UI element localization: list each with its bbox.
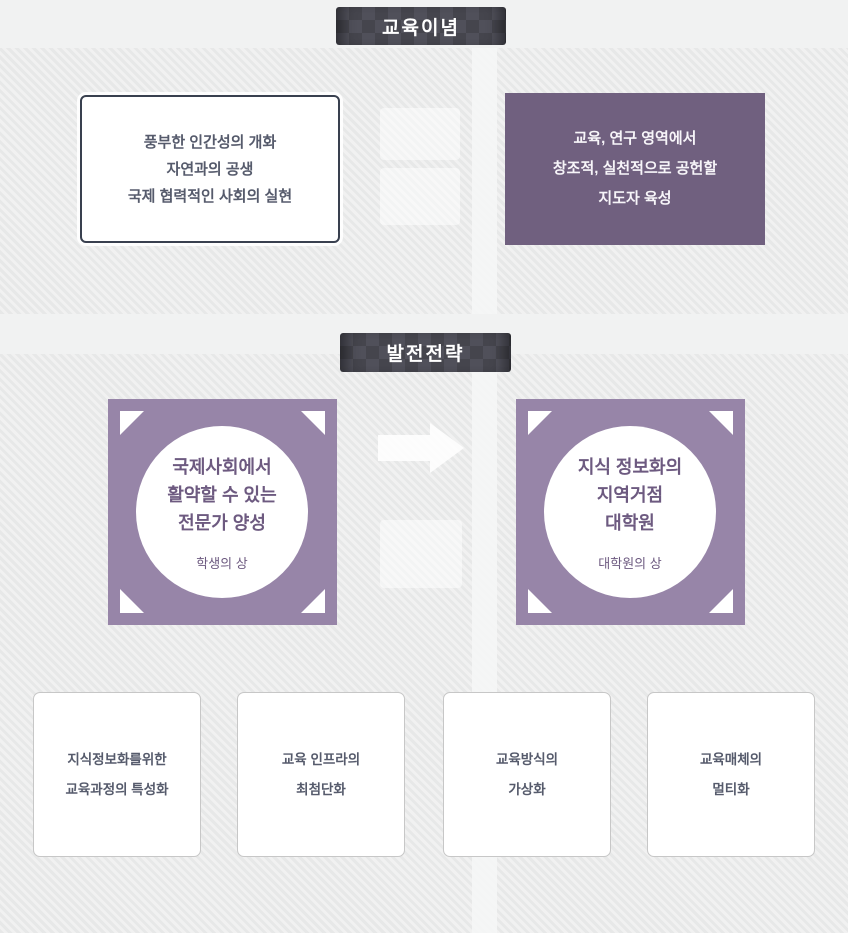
frame-corner-icon xyxy=(528,589,552,613)
goal-line-1: 교육, 연구 영역에서 xyxy=(573,130,697,147)
school-vision-caption: 대학원의 상 xyxy=(598,555,662,571)
strategy-section-badge: 발전전략 xyxy=(340,333,511,372)
initiative-line-2: 최첨단화 xyxy=(296,781,346,797)
goal-line-2: 창조적, 실천적으로 공헌할 xyxy=(552,160,718,177)
philosophy-badge-label: 교육이념 xyxy=(382,17,460,39)
student-vision-square: 국제사회에서 활약할 수 있는 전문가 양성 학생의 상 xyxy=(108,399,337,625)
student-vision-circle: 국제사회에서 활약할 수 있는 전문가 양성 학생의 상 xyxy=(136,426,308,598)
philosophy-goal-box: 교육, 연구 영역에서 창조적, 실천적으로 공헌할 지도자 육성 xyxy=(505,93,765,245)
student-vision-line-3: 전문가 양성 xyxy=(178,512,266,533)
frame-corner-icon xyxy=(120,411,144,435)
initiative-line-2: 멀티화 xyxy=(712,781,750,797)
frame-corner-icon xyxy=(709,589,733,613)
ideal-line-1: 풍부한 인간성의 개화 xyxy=(143,133,277,151)
student-vision-line-2: 활약할 수 있는 xyxy=(167,484,277,505)
right-arrow-icon xyxy=(378,423,466,473)
school-vision-line-1: 지식 정보화의 xyxy=(577,456,683,477)
philosophy-section-badge: 교육이념 xyxy=(336,7,506,45)
school-vision-line-3: 대학원 xyxy=(605,512,655,533)
frame-corner-icon xyxy=(120,589,144,613)
strategy-badge-label: 발전전략 xyxy=(386,344,465,365)
initiative-card-multimedia: 교육매체의 멀티화 xyxy=(647,692,815,857)
connector-patch-bottom-icon xyxy=(380,168,460,225)
philosophy-ideal-box: 풍부한 인간성의 개화 자연과의 공생 국제 협력적인 사회의 실현 xyxy=(80,95,340,243)
frame-corner-icon xyxy=(301,589,325,613)
initiative-card-curriculum: 지식정보화를위한 교육과정의 특성화 xyxy=(33,692,201,857)
connector-patch-top-icon xyxy=(380,108,460,160)
arrow-shaft xyxy=(378,435,430,461)
arrow-head xyxy=(430,423,464,473)
ideal-line-2: 자연과의 공생 xyxy=(166,160,254,178)
initiative-line-2: 교육과정의 특성화 xyxy=(65,781,169,797)
ideal-line-3: 국제 협력적인 사회의 실현 xyxy=(127,187,293,205)
school-vision-square: 지식 정보화의 지역거점 대학원 대학원의 상 xyxy=(516,399,745,625)
initiative-line-2: 가상화 xyxy=(508,781,546,797)
frame-corner-icon xyxy=(528,411,552,435)
initiative-line-1: 교육매체의 xyxy=(699,751,763,767)
initiative-line-1: 지식정보화를위한 xyxy=(67,751,167,767)
initiative-card-infrastructure: 교육 인프라의 최첨단화 xyxy=(237,692,405,857)
school-vision-line-2: 지역거점 xyxy=(596,484,664,505)
frame-corner-icon xyxy=(709,411,733,435)
frame-corner-icon xyxy=(301,411,325,435)
initiative-line-1: 교육 인프라의 xyxy=(281,751,361,767)
connector-patch-strategy-icon xyxy=(380,520,462,588)
school-vision-circle: 지식 정보화의 지역거점 대학원 대학원의 상 xyxy=(544,426,716,598)
student-vision-line-1: 국제사회에서 xyxy=(172,456,272,477)
initiative-card-virtualization: 교육방식의 가상화 xyxy=(443,692,611,857)
goal-line-3: 지도자 육성 xyxy=(598,190,672,207)
student-vision-caption: 학생의 상 xyxy=(196,555,248,571)
initiative-line-1: 교육방식의 xyxy=(495,751,559,767)
